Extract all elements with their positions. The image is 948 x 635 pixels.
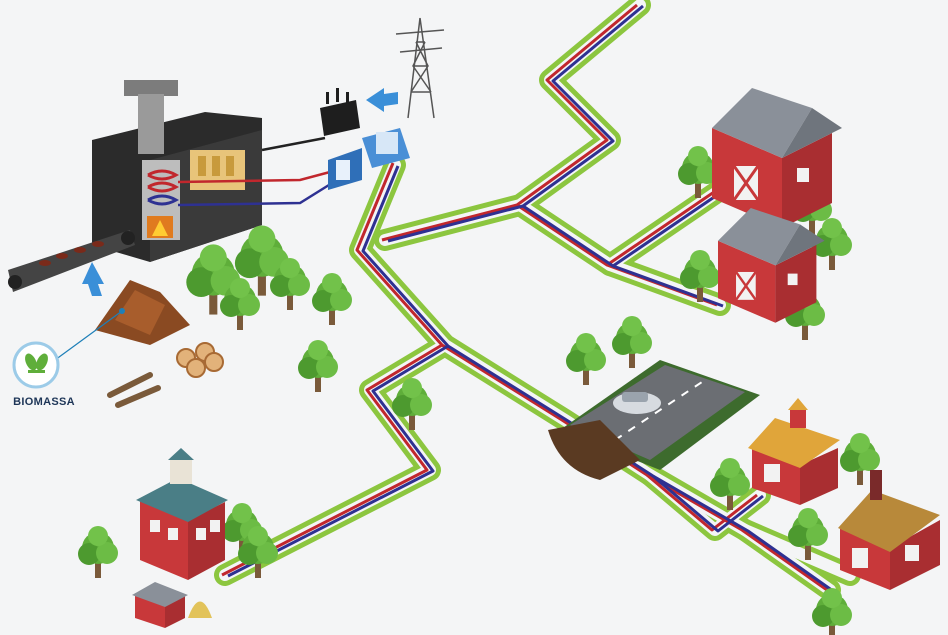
shed <box>132 582 188 628</box>
log-stack <box>176 342 224 378</box>
branch-sticks <box>107 372 161 408</box>
biomass-badge <box>12 341 60 389</box>
biomass-label: BIOMASSA <box>13 396 75 408</box>
town-hall-building <box>136 448 228 580</box>
barn-top <box>710 86 844 230</box>
barn-middle <box>716 206 826 325</box>
biomass-power-plant <box>92 80 262 262</box>
biomass-pile <box>95 280 190 345</box>
transformer <box>320 88 360 136</box>
leaf-icon <box>25 353 48 373</box>
haystack <box>188 601 212 618</box>
supply-pipes <box>221 3 828 592</box>
power-pylon <box>395 17 445 119</box>
biomass-callout-line <box>54 310 123 361</box>
heat-exchanger <box>328 128 410 190</box>
road-crossing <box>548 360 760 480</box>
return-pipes <box>227 4 834 593</box>
arrow-up-icon <box>82 262 104 296</box>
conveyor-belt <box>8 230 135 292</box>
arrow-right-icon <box>366 88 398 112</box>
car-icon <box>613 392 661 414</box>
barn-bottom-right <box>838 470 940 590</box>
barn-orange <box>748 398 840 505</box>
